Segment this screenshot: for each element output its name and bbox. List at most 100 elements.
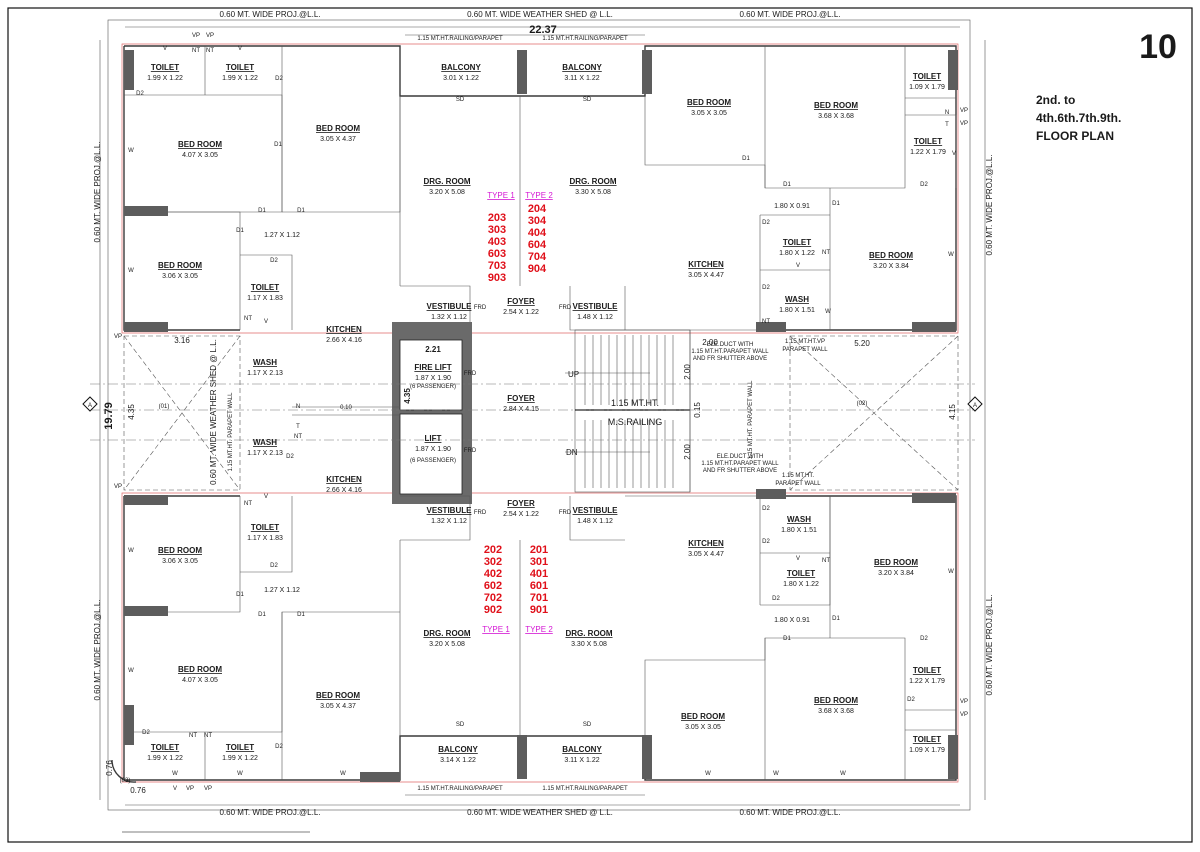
room-name: BED ROOM: [178, 665, 222, 674]
room-dimension: 1.32 X 1.12: [431, 314, 467, 321]
opening-tag: W: [825, 309, 831, 315]
opening-tag: FRD: [474, 510, 487, 516]
void-01-label: (01): [159, 404, 170, 410]
room-dimension: 1.17 X 2.13: [247, 370, 283, 377]
right-parapet-vert: 1.15 MT.HT. PARAPET WALL: [748, 380, 754, 460]
room-name: TOILET: [151, 743, 179, 752]
room-name: KITCHEN: [688, 539, 724, 548]
room-dimension: 4.07 X 3.05: [182, 152, 218, 159]
opening-tag: D1: [783, 182, 791, 188]
opening-tag: NT: [822, 558, 830, 564]
dim-right-4-15: 4.15: [948, 404, 957, 420]
unit-bottom-type2-4: 701: [530, 592, 548, 604]
overall-width: 22.37: [529, 24, 557, 36]
opening-tag: T: [296, 424, 300, 430]
opening-tag: W: [840, 771, 846, 777]
room-dimension: 3.06 X 3.05: [162, 558, 198, 565]
opening-tag: W: [948, 252, 954, 258]
opening-tag: D1: [274, 142, 282, 148]
opening-tag: VP: [960, 699, 968, 705]
room-dimension: 3.11 X 1.22: [564, 757, 599, 764]
room-dimension: 3.30 X 5.08: [575, 189, 611, 196]
room-dimension: 3.06 X 3.05: [162, 273, 198, 280]
edge-left-top: 0.60 MT. WIDE PROJ.@L.L.: [93, 141, 102, 242]
opening-tag: VP: [114, 484, 122, 490]
opening-tag: N: [296, 404, 300, 410]
opening-tag: D2: [762, 539, 770, 545]
dim-stair-0-15: 0.15: [693, 402, 702, 418]
opening-tag: T: [945, 122, 949, 128]
opening-tag: D1: [783, 636, 791, 642]
fire-lift-passenger: (6 PASSENGER): [410, 384, 456, 390]
room-name: WASH: [253, 358, 277, 367]
room-name: TOILET: [787, 569, 815, 578]
room-name: KITCHEN: [688, 260, 724, 269]
opening-tag: NT: [189, 733, 197, 739]
room-dimension: 2.54 X 1.22: [503, 309, 539, 316]
opening-tag: D2: [142, 730, 150, 736]
room-dimension: 1.48 X 1.12: [577, 518, 613, 525]
duct-bottom-1: ELE.DUCT WITH: [717, 454, 764, 460]
room-dimension: 3.30 X 5.08: [571, 641, 607, 648]
corner-arc: [111, 759, 137, 783]
room-dimension: 3.20 X 5.08: [429, 641, 465, 648]
opening-tag: D1: [236, 592, 244, 598]
room-name: TOILET: [913, 735, 941, 744]
passage-bottom-left: 1.27 X 1.12: [264, 587, 300, 594]
title-line-1: 2nd. to: [1036, 93, 1075, 107]
dim-stair-2-00-b: 2.00: [683, 364, 692, 380]
unit-top-type2-4: 704: [528, 251, 547, 263]
opening-tag: D1: [236, 228, 244, 234]
room-name: BED ROOM: [316, 691, 360, 700]
duct-top-2: 1.15 MT.HT.PARAPET WALL: [691, 349, 769, 355]
parapet-vp-2: PARAPET WALL: [782, 347, 828, 353]
opening-tag: NT: [244, 501, 252, 507]
section-marker-right: A: [967, 396, 983, 412]
unit-labels-top: TYPE 1 TYPE 2 203 303 403 603 703 903 20…: [487, 191, 553, 284]
room-name: VESTIBULE: [573, 506, 619, 515]
room-name: WASH: [253, 438, 277, 447]
room-dimension: 1.09 X 1.79: [909, 84, 945, 91]
opening-tag: VP: [960, 121, 968, 127]
void-03-label: (03): [120, 778, 131, 784]
room-dimension: 3.20 X 3.84: [873, 263, 909, 270]
room-dimension: 1.17 X 1.83: [247, 295, 283, 302]
dim-stair-2-00-c: 2.00: [683, 444, 692, 460]
opening-tag: D2: [136, 91, 144, 97]
room-dimension: 2.84 X 4.15: [503, 406, 539, 413]
edge-right-bottom: 0.60 MT. WIDE PROJ.@L.L.: [985, 594, 994, 695]
edge-top-right: 0.60 MT. WIDE PROJ.@L.L.: [739, 10, 840, 19]
opening-tag: FRD: [559, 510, 572, 516]
room-dimension: 2.54 X 1.22: [503, 511, 539, 518]
unit-bottom-type2-5: 901: [530, 604, 548, 616]
section-a-left-label: A: [88, 403, 92, 409]
room-dimension: 1.99 X 1.22: [147, 755, 183, 762]
room-name: BED ROOM: [814, 696, 858, 705]
railing-bottom-left: 1.15 MT.HT.RAILING/PARAPET: [417, 786, 503, 792]
room-name: DRG. ROOM: [423, 177, 470, 186]
room-dimension: 3.68 X 3.68: [818, 113, 854, 120]
room-name: TOILET: [226, 63, 254, 72]
opening-tag: D1: [297, 612, 305, 618]
type2-top: TYPE 2: [525, 191, 553, 200]
room-name: BED ROOM: [178, 140, 222, 149]
room-dimension: 1.80 X 1.22: [779, 250, 815, 257]
dim-corner-0-76-b: 0.76: [105, 760, 114, 776]
dim-left-4-35: 4.35: [127, 404, 136, 420]
room-name: BALCONY: [441, 63, 481, 72]
edge-right-top: 0.60 MT. WIDE PROJ.@L.L.: [985, 154, 994, 255]
opening-tag: D1: [258, 612, 266, 618]
opening-tag: D2: [920, 182, 928, 188]
opening-tag: D2: [762, 220, 770, 226]
opening-tag: W: [237, 771, 243, 777]
duct-bottom-2: 1.15 MT.HT.PARAPET WALL: [701, 461, 779, 467]
passage-top-left: 1.27 X 1.12: [264, 232, 300, 239]
room-name: TOILET: [151, 63, 179, 72]
dim-corner-0-76-a: 0.76: [130, 786, 146, 795]
edge-top-left: 0.60 MT. WIDE PROJ.@L.L.: [219, 10, 320, 19]
edge-left-bottom: 0.60 MT. WIDE PROJ.@L.L.: [93, 599, 102, 700]
duct-bottom-3: AND FR SHUTTER ABOVE: [703, 468, 777, 474]
